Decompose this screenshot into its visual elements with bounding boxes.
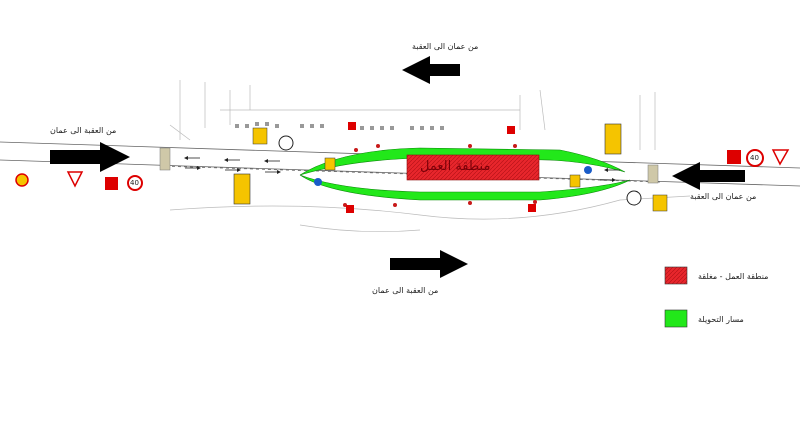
label-top-direction: من عمان الى العقبة <box>412 42 479 51</box>
legend-swatch-detour <box>664 309 688 328</box>
speed-sign-right-value: 40 <box>750 154 759 162</box>
speed-sign-left-value: 40 <box>130 179 139 187</box>
legend-swatch-closed <box>664 266 688 285</box>
speed-sign-right <box>746 149 764 167</box>
legend-label-closed: منطقة العمل - مغلقة <box>698 272 769 281</box>
signs <box>15 122 790 213</box>
work-zone <box>406 154 540 181</box>
label-left-direction: من العقبة الى عمان <box>50 126 117 135</box>
big-arrows <box>50 56 745 278</box>
detour-path <box>299 147 631 201</box>
label-bottom-direction: من العقبة الى عمان <box>372 286 439 295</box>
detour-sign-left <box>233 173 251 205</box>
background-sketch <box>169 80 691 233</box>
arrow-right-road <box>672 162 745 190</box>
detour-sign-right <box>604 123 622 155</box>
cones <box>343 144 537 207</box>
arrow-top-left <box>402 56 460 84</box>
arrow-bottom-right <box>390 250 468 278</box>
arrow-left-road <box>50 142 130 172</box>
lane-arrows <box>184 156 620 182</box>
work-zone-label: منطقة العمل <box>420 159 491 174</box>
barrier-blocks-top <box>235 122 444 130</box>
label-right-direction: من عمان الى العقبة <box>690 192 757 201</box>
speed-sign-left <box>127 175 143 191</box>
legend-label-detour: مسار التحويلة <box>698 315 744 324</box>
